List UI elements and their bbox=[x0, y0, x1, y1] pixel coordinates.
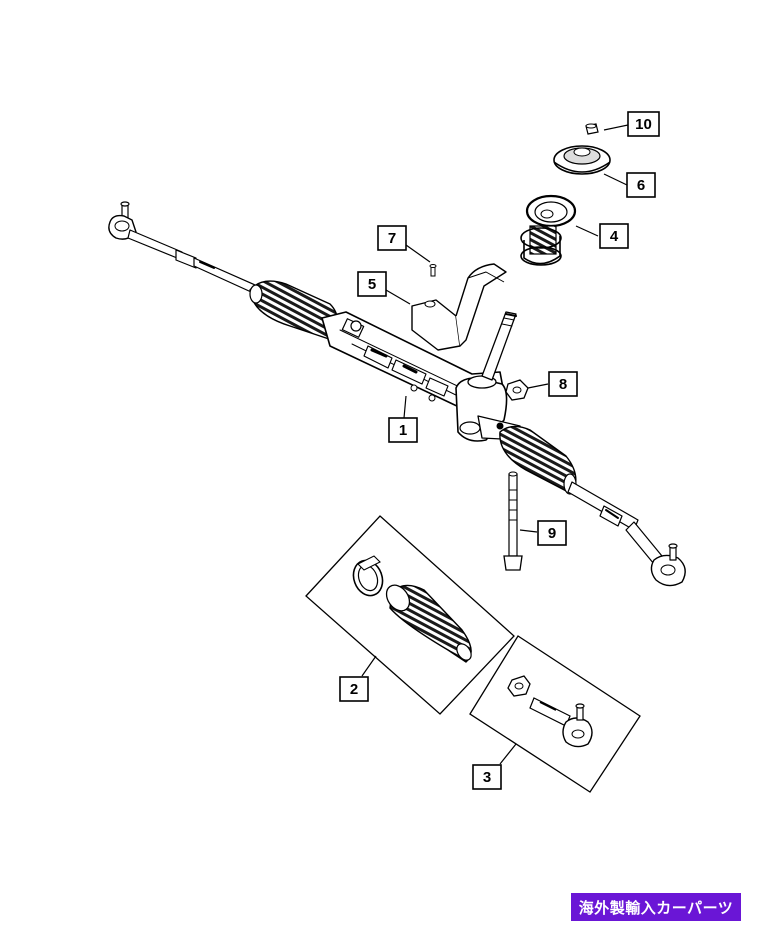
callout-4-label: 4 bbox=[610, 228, 619, 245]
rack-housing bbox=[321, 311, 523, 442]
callout-1-label: 1 bbox=[399, 422, 407, 439]
part-10-nut bbox=[585, 123, 599, 135]
kit-nut bbox=[507, 675, 531, 697]
callout-8-label: 8 bbox=[559, 376, 567, 393]
bellows-boot bbox=[385, 584, 472, 663]
leader-7 bbox=[405, 244, 431, 263]
callout-5: 5 bbox=[357, 271, 387, 297]
leader-6 bbox=[603, 173, 628, 186]
leader-2 bbox=[361, 655, 377, 677]
watermark-badge: 海外製輸入カーパーツ bbox=[571, 893, 741, 921]
callout-9: 9 bbox=[537, 520, 567, 546]
leader-lines bbox=[361, 124, 629, 765]
kit-tie-rod-end bbox=[529, 697, 593, 748]
leader-10 bbox=[603, 124, 629, 131]
part-8-nut bbox=[505, 379, 529, 401]
part-6-cover bbox=[553, 145, 611, 175]
leader-3 bbox=[499, 743, 517, 765]
leader-5 bbox=[385, 289, 411, 305]
part-4-bushing bbox=[520, 194, 577, 266]
leader-8 bbox=[527, 383, 549, 389]
right-tie-rod-end bbox=[567, 481, 686, 587]
part-7-bolt bbox=[429, 264, 437, 277]
callout-10-label: 10 bbox=[635, 116, 652, 133]
callout-2: 2 bbox=[339, 676, 369, 702]
callout-6-label: 6 bbox=[637, 177, 645, 194]
callout-9-label: 9 bbox=[548, 525, 556, 542]
part-3-tie-rod-kit bbox=[469, 635, 641, 793]
callout-1: 1 bbox=[388, 417, 418, 443]
part-2-boot-kit bbox=[305, 515, 515, 715]
left-tie-rod-end bbox=[108, 201, 263, 297]
callout-5-label: 5 bbox=[368, 276, 376, 293]
part-9-bolt bbox=[503, 471, 523, 571]
callout-7: 7 bbox=[377, 225, 407, 251]
part-5-bracket bbox=[411, 263, 507, 351]
callout-8: 8 bbox=[548, 371, 578, 397]
left-bellows-boot bbox=[249, 280, 339, 341]
leader-1 bbox=[403, 395, 407, 419]
leader-9 bbox=[519, 529, 538, 533]
callout-3: 3 bbox=[472, 764, 502, 790]
steering-rack-assembly bbox=[108, 201, 686, 587]
callout-10: 10 bbox=[627, 111, 660, 137]
callout-6: 6 bbox=[626, 172, 656, 198]
leader-4 bbox=[575, 225, 599, 237]
callout-3-label: 3 bbox=[483, 769, 491, 786]
callout-4: 4 bbox=[599, 223, 629, 249]
pinion-shaft bbox=[481, 311, 517, 381]
callout-boxes: 10 6 4 7 5 8 1 9 bbox=[339, 111, 660, 790]
callout-7-label: 7 bbox=[388, 230, 396, 247]
callout-2-label: 2 bbox=[350, 681, 358, 698]
boot-clamp bbox=[352, 555, 384, 597]
